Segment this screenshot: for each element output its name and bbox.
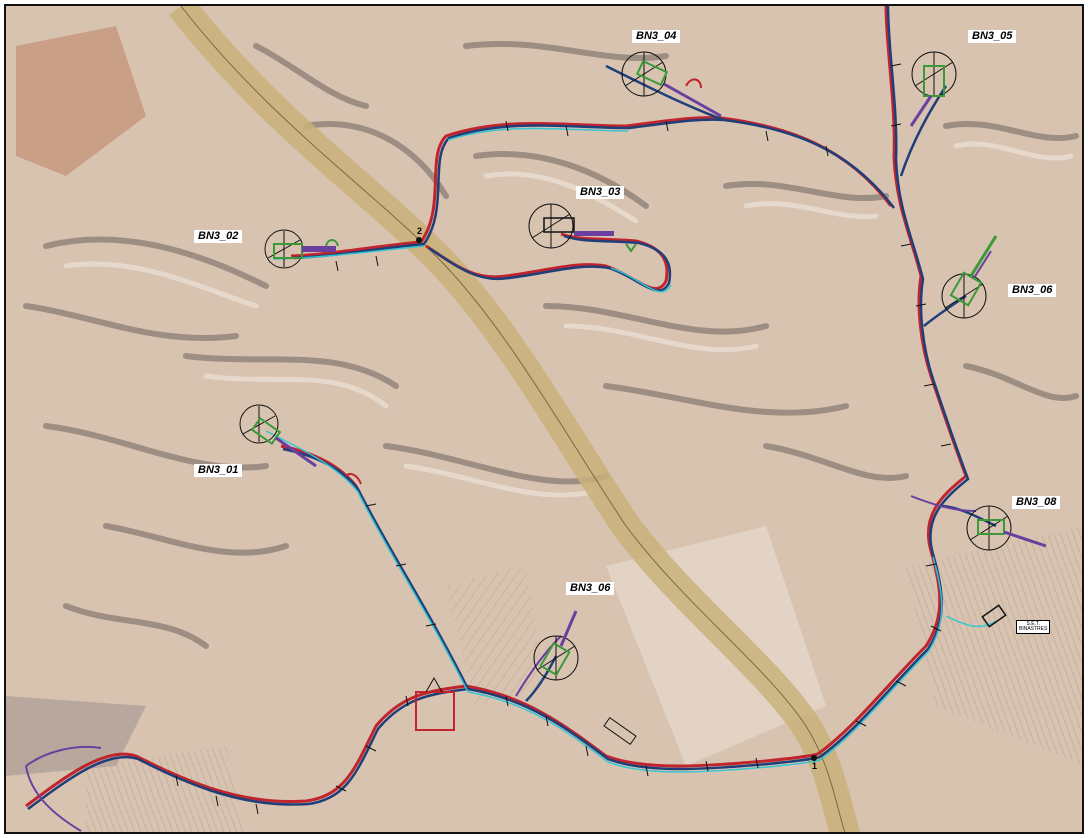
- terrain-ridges-light: [63, 141, 1074, 498]
- satellite-map[interactable]: [6, 6, 1084, 834]
- turbine-bn3-05[interactable]: [909, 51, 957, 127]
- junction-dot-2: [416, 237, 422, 243]
- cable-routes: [265, 127, 997, 773]
- storage-area-access: [425, 676, 443, 693]
- junction-dot-1: [811, 755, 817, 761]
- turbine-label-bn3-01: BN3_01: [194, 464, 243, 477]
- map-frame: BN3_04 BN3_05 BN3_03 BN3_02 BN3_06 BN3_0…: [4, 4, 1084, 834]
- farmland-patch: [906, 526, 1082, 765]
- farmland-patch: [446, 566, 546, 706]
- turbine-bn3-06-lower[interactable]: [533, 610, 579, 681]
- turbine-bn3-03[interactable]: [528, 203, 637, 253]
- turbine-bn3-08[interactable]: [966, 505, 1047, 551]
- turbine-bn3-06-right[interactable]: [941, 235, 998, 319]
- turbine-label-bn3-08: BN3_08: [1012, 496, 1061, 509]
- turbine-bn3-04[interactable]: [621, 51, 722, 118]
- road-marker-1: 1: [812, 761, 818, 771]
- turbine-label-bn3-02: BN3_02: [194, 230, 243, 243]
- turbine-bn3-01[interactable]: [239, 404, 362, 485]
- access-roads-main: [27, 6, 997, 811]
- road-ticks: [175, 63, 952, 815]
- turbine-label-bn3-04: BN3_04: [632, 30, 681, 43]
- turbine-label-bn3-03: BN3_03: [576, 186, 625, 199]
- crossing-structure: [603, 717, 637, 745]
- substation-label-line1: S.E.T.: [1026, 621, 1040, 627]
- farmland-patch: [86, 746, 246, 832]
- turbine-label-bn3-05: BN3_05: [968, 30, 1017, 43]
- substation-label-line2: BINASTRES: [1019, 626, 1048, 632]
- substation-platform: [981, 604, 1007, 628]
- turbine-bn3-02[interactable]: [264, 229, 339, 269]
- purple-lines: [25, 495, 977, 832]
- turbine-label-bn3-06-right: BN3_06: [1008, 284, 1057, 297]
- substation-label: S.E.T. BINASTRES: [1016, 620, 1051, 634]
- highway-edge: [180, 6, 846, 832]
- road-marker-2: 2: [417, 226, 423, 236]
- storage-area: [415, 691, 455, 731]
- farmland-patch: [16, 26, 146, 176]
- turbine-label-bn3-06-lower: BN3_06: [566, 582, 615, 595]
